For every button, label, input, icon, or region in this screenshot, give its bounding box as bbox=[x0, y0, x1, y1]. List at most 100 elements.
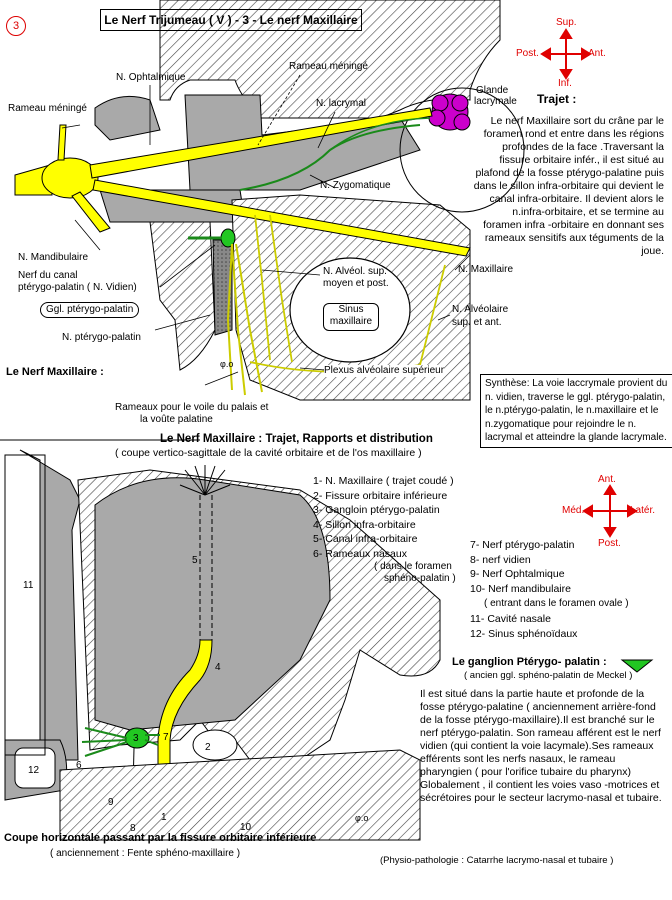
nasal-branches bbox=[81, 727, 160, 757]
label-n-maxillaire: N. Maxillaire bbox=[458, 264, 514, 275]
label-sinus-box: Sinus maxillaire bbox=[323, 303, 379, 331]
label-sinus-1: Sinus bbox=[338, 304, 364, 315]
legend-item-9: 9- Nerf Ophtalmique bbox=[470, 568, 565, 580]
label-rameau-meninge-left: Rameau méningé bbox=[8, 103, 87, 114]
signature-bottom: φ.o bbox=[355, 813, 369, 823]
section-title: Le Nerf Maxillaire : Trajet, Rapports et… bbox=[160, 433, 433, 445]
nerf-maxillaire-side-heading: Le Nerf Maxillaire : bbox=[6, 366, 104, 378]
orient-sup: Sup. bbox=[556, 17, 577, 28]
label-sinus-2: maxillaire bbox=[329, 316, 373, 327]
num-9: 9 bbox=[108, 797, 114, 808]
legend-left: 1- N. Maxillaire ( trajet coudé ) 2- Fis… bbox=[313, 474, 454, 561]
label-glande-1: Glande bbox=[476, 85, 509, 96]
bottom-caption-sub: ( anciennement : Fente sphéno-maxillaire… bbox=[50, 848, 241, 859]
orientation-cross-top-icon bbox=[540, 28, 592, 80]
legend-note-1: ( dans le foramen bbox=[374, 561, 452, 572]
maxillary-nerve-bent bbox=[157, 639, 213, 791]
trajet-heading: Trajet : bbox=[537, 92, 577, 106]
label-alveolaire-1: N. Alvéolaire bbox=[452, 304, 509, 315]
label-rameau-meninge-top: Rameau méningé bbox=[289, 61, 368, 72]
ganglion-heading: Le ganglion Ptérygo- palatin : bbox=[452, 656, 607, 668]
legend-item-6: 6- Rameaux nasaux bbox=[313, 547, 407, 560]
num-3: 3 bbox=[133, 733, 139, 744]
signature-top: φ.o bbox=[220, 359, 234, 369]
label-n-ophtalmique: N. Ophtalmique bbox=[116, 72, 186, 83]
num-2: 2 bbox=[205, 742, 211, 753]
ophthalmic-nerve-trunk bbox=[89, 107, 433, 179]
legend-item-8: 8- nerf vidien bbox=[470, 553, 531, 566]
num-5: 5 bbox=[192, 555, 198, 566]
ganglion-subheading: ( ancien ggl. sphéno-palatin de Meckel ) bbox=[464, 670, 633, 681]
orient-bottom-post: Post. bbox=[598, 538, 621, 549]
label-n-zygomatique: N. Zygomatique bbox=[320, 180, 391, 191]
orient-inf: Inf. bbox=[558, 78, 572, 89]
trigeminal-ganglion bbox=[41, 157, 99, 199]
orient-bottom-lat: Latér. bbox=[630, 505, 656, 516]
legend-item-12: 12- Sinus sphénoïdaux bbox=[470, 627, 578, 640]
num-7: 7 bbox=[163, 732, 169, 743]
legend-item-11: 11- Cavité nasale bbox=[470, 613, 551, 625]
section-subtitle: ( coupe vertico-sagittale de la cavité o… bbox=[115, 447, 422, 459]
lacrimal-nerve-branch bbox=[329, 117, 431, 151]
nasal-septum-bone bbox=[4, 454, 46, 756]
label-rameaux-1: Rameaux pour le voile du palais et bbox=[115, 402, 269, 413]
zygomatic-nerve bbox=[239, 124, 421, 191]
orient-ant: Ant. bbox=[588, 48, 606, 59]
legend-item-4: 4- Sillon infra-orbitaire bbox=[313, 518, 416, 531]
orbit-circle bbox=[399, 87, 525, 213]
num-8: 8 bbox=[130, 823, 136, 834]
num-6: 6 bbox=[76, 760, 82, 771]
label-glande-2: lacrymale bbox=[474, 96, 517, 107]
legend-item-5: 5- Canal infra-orbitaire bbox=[313, 533, 418, 545]
leader-lines-top bbox=[61, 74, 471, 386]
inferior-orbital-fissure bbox=[192, 729, 238, 761]
trajet-text: Le nerf Maxillaire sort du crâne par le … bbox=[473, 115, 664, 257]
label-alveol-2: moyen et post. bbox=[323, 278, 389, 289]
label-ggl-ptery: Ggl. ptérygo-palatin bbox=[40, 302, 140, 318]
legend-item-10: 10- Nerf mandibulaire bbox=[470, 582, 571, 595]
ganglion-text: Il est situé dans la partie haute et pro… bbox=[420, 688, 662, 804]
label-alveol-1: N. Alvéol. sup. bbox=[323, 266, 387, 277]
orient-bottom-med: Méd. bbox=[562, 505, 585, 516]
palatine-branches bbox=[226, 243, 263, 396]
orientation-cross-bottom-icon bbox=[582, 484, 638, 538]
num-12: 12 bbox=[28, 765, 40, 776]
maxillary-nerve-trunk bbox=[92, 179, 471, 257]
num-10: 10 bbox=[240, 822, 252, 833]
legend-item-2: 2- Fissure orbitaire inférieure bbox=[313, 489, 448, 502]
legend-item-1: 1- N. Maxillaire ( trajet coudé ) bbox=[313, 475, 454, 487]
physio-note: (Physio-pathologie : Catarrhe lacrymo-na… bbox=[380, 855, 614, 866]
skull-base-lower bbox=[59, 749, 421, 841]
legend-note-2: sphéno-palatin ) bbox=[384, 573, 456, 584]
label-n-lacrymal: N. lacrymal bbox=[316, 98, 367, 109]
mandibular-nerve-trunk bbox=[71, 191, 111, 233]
meningeal-branch-left bbox=[57, 124, 67, 161]
label-alveolaire-2: sup. et ant. bbox=[452, 317, 502, 328]
label-n-mandibulaire: N. Mandibulaire bbox=[18, 252, 89, 263]
legend-item-7: 7- Nerf ptérygo-palatin bbox=[470, 539, 575, 551]
lacrimal-gland bbox=[428, 93, 471, 131]
label-canal-ptery-2: ptérygo-palatin ( N. Vidien) bbox=[18, 282, 137, 293]
legend-right-note: ( entrant dans le foramen ovale ) bbox=[484, 598, 629, 609]
label-n-ptery: N. ptérygo-palatin bbox=[62, 332, 141, 343]
label-rameaux-2: la voûte palatine bbox=[140, 414, 213, 425]
orient-bottom-ant: Ant. bbox=[598, 474, 616, 485]
page-title: Le Nerf Trijumeau ( V ) - 3 - Le nerf Ma… bbox=[100, 9, 362, 31]
legend-right: 7- Nerf ptérygo-palatin 8- nerf vidien 9… bbox=[470, 538, 574, 596]
pterygoid-process bbox=[149, 221, 216, 371]
synthese-box: Synthèse: La voie laccrymale provient du… bbox=[480, 374, 672, 448]
sphenoid-bone bbox=[94, 95, 161, 141]
lateral-nasal-wall bbox=[19, 449, 81, 761]
num-4: 4 bbox=[215, 662, 221, 673]
page-number-badge: 3 bbox=[6, 16, 26, 36]
label-canal-ptery-1: Nerf du canal bbox=[18, 270, 78, 281]
bottom-caption: Coupe horizontale passant par la fissure… bbox=[4, 832, 317, 844]
num-11: 11 bbox=[23, 580, 34, 591]
legend-item-3: 3- Gangloin ptérygo-palatin bbox=[313, 504, 440, 516]
legend-right-more: 11- Cavité nasale 12- Sinus sphénoïdaux bbox=[470, 612, 577, 641]
infraorbital-terminal-rays bbox=[179, 465, 231, 496]
ganglion-marker-icon bbox=[620, 659, 654, 673]
label-plexus: Plexus alvéolaire supérieur bbox=[324, 365, 445, 377]
num-1: 1 bbox=[161, 812, 167, 823]
